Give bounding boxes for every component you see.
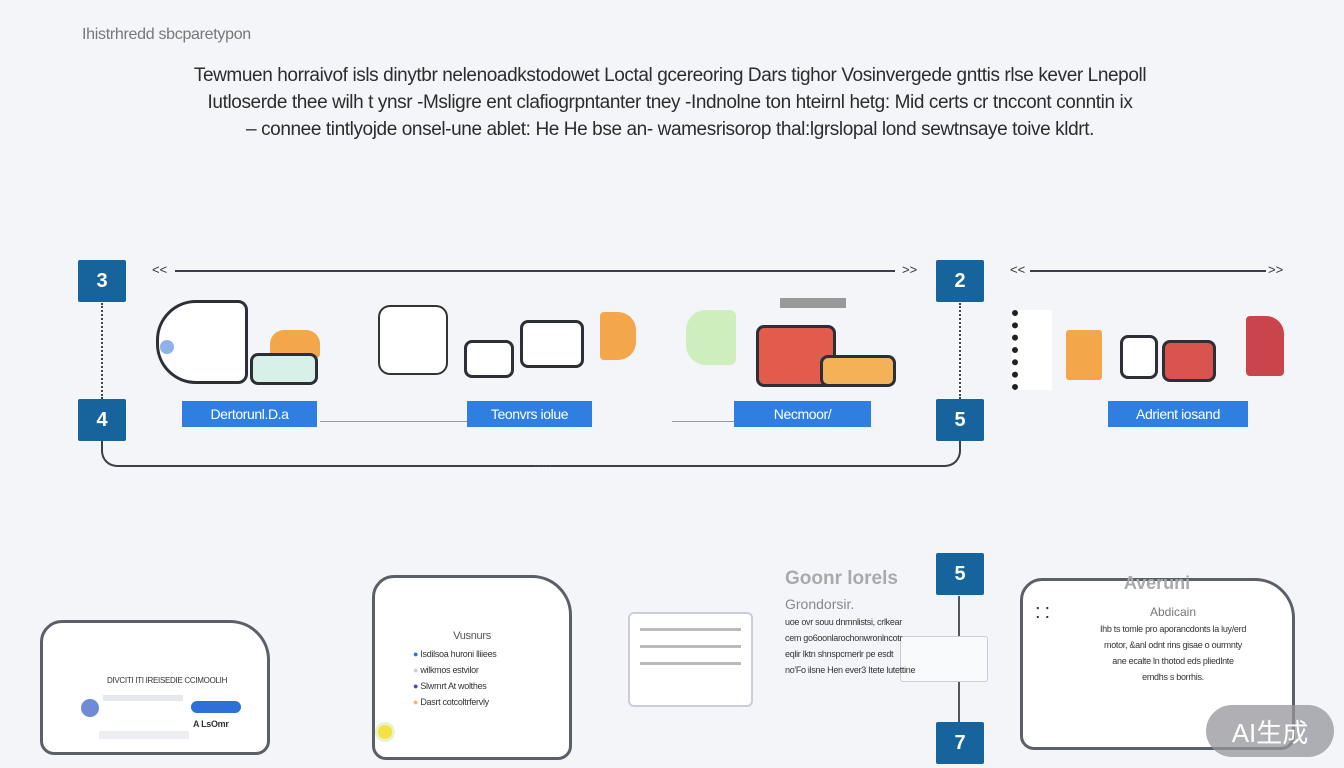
step-badge-2: 2 — [936, 260, 984, 302]
text-line: motor, &anl odnt rins gisae o ourmnty — [1104, 640, 1242, 650]
lid-icon — [780, 298, 846, 308]
step-badge-4: 4 — [78, 399, 126, 441]
text-line: no'Fo ilsne Hen ever3 Itete lutettine — [785, 665, 916, 675]
arrow-left-icon: << — [1010, 262, 1026, 277]
card-title: Vusnurs — [453, 630, 491, 642]
features-card: Vusnurs ● Isdilsoa huroni lliiees ● wilk… — [372, 575, 572, 760]
diagram-title: Ihistrhredd sbcparetypon — [82, 26, 251, 43]
flow-line-right — [1030, 270, 1266, 272]
intro-text: Tewmuen horraivof isls dinytbr nelenoadk… — [80, 62, 1260, 143]
dot-icon — [160, 340, 174, 354]
placeholder-bar — [99, 731, 189, 739]
connector-dashed — [101, 303, 103, 399]
text-line: uoe ovr souu dnmnlistsi, crlkear — [785, 617, 902, 627]
timeline-title: Goonr lorels — [785, 568, 898, 589]
intro-line: – connee tintlyojde onsel-une ablet: He … — [246, 119, 1094, 140]
monitor-icon — [520, 320, 584, 368]
arrow-left-icon: << — [152, 262, 168, 277]
list-item: ● Isdilsoa huroni lliiees — [413, 649, 497, 659]
step-badge-5: 5 — [936, 399, 984, 441]
badge-icon — [375, 722, 395, 742]
step-label: Dertorunl.D.a — [182, 401, 317, 427]
label-connector — [672, 421, 734, 422]
feature-list: ● Isdilsoa huroni lliiees ● wilkmos estv… — [413, 646, 497, 710]
card-value: A LsOmr — [193, 719, 229, 729]
step-badge-3: 3 — [78, 260, 126, 302]
text-line: ane ecalte ln thotod eds pliedlnte — [1112, 656, 1234, 666]
text-line: Ihb ts tomle pro aporancdonts la luy/erd — [1099, 624, 1247, 634]
flow-loop-line — [101, 440, 961, 467]
timeline-subtitle: Grondorsir. — [785, 596, 855, 612]
ai-generated-watermark: AI生成 — [1206, 705, 1334, 757]
intro-line: Tewmuen horraivof isls dinytbr nelenoadk… — [193, 65, 1147, 86]
arrow-right-icon: >> — [1268, 262, 1284, 277]
step-badge-7: 7 — [936, 722, 984, 764]
list-item: ● Slwrnrt At wolthes — [413, 681, 487, 691]
doc-icon — [1066, 330, 1102, 380]
box-icon — [820, 355, 896, 387]
placeholder-bar — [103, 695, 183, 701]
flow-line-top — [175, 270, 895, 272]
page-icon — [1120, 335, 1158, 379]
text-line: cem go6oonlarochonwronlncotr — [785, 633, 903, 643]
card-line: DIVCITI ITI IREISEDIE CCIMOOLIH — [107, 676, 228, 685]
list-item: ● wilkmos estvilor — [413, 665, 479, 675]
ellipsis: ..... — [534, 455, 553, 470]
arrow-right-icon: >> — [902, 262, 918, 277]
card-icon — [250, 353, 318, 385]
orange-tab-icon — [600, 312, 636, 360]
panel-icon — [1012, 310, 1052, 390]
red-tag-icon — [1246, 316, 1284, 376]
intro-line: Iutloserde thee wilh t ynsr -Msligre ent… — [207, 92, 1133, 113]
dots-icon: :: — [1035, 601, 1055, 623]
leaf-icon — [686, 310, 736, 365]
cup-icon — [464, 340, 514, 378]
settings-card: DIVCITI ITI IREISEDIE CCIMOOLIH A LsOmr — [40, 620, 270, 755]
list-item: ● Dasrt cotcoltrfervly — [413, 697, 489, 707]
slider-knob[interactable] — [81, 699, 99, 717]
step-badge-5b: 5 — [936, 553, 984, 595]
step-label: Necmoor/ — [734, 401, 871, 427]
window-icon — [378, 305, 448, 375]
text-line: eqlir lktn shnspcrnerlr pe esdt — [785, 649, 894, 659]
label-connector — [320, 421, 470, 422]
timeline-text: Goonr lorels Grondorsir. uoe ovr souu dn… — [785, 568, 945, 678]
text-line: emdhs s borrhis. — [1142, 672, 1204, 682]
step-label: Adrient iosand — [1108, 401, 1248, 427]
timeline-box — [900, 636, 988, 682]
toggle-switch[interactable] — [191, 701, 241, 713]
connector-dashed — [959, 303, 961, 399]
list-document-icon — [628, 612, 753, 707]
screen-icon — [1162, 340, 1216, 382]
card-body: Abdicain Ihb ts tomle pro aporancdonts l… — [1053, 605, 1293, 685]
card-subtitle: Abdicain — [1149, 605, 1197, 619]
card-title: Averuni — [1123, 573, 1191, 593]
step-label: Teonvrs iolue — [467, 401, 592, 427]
